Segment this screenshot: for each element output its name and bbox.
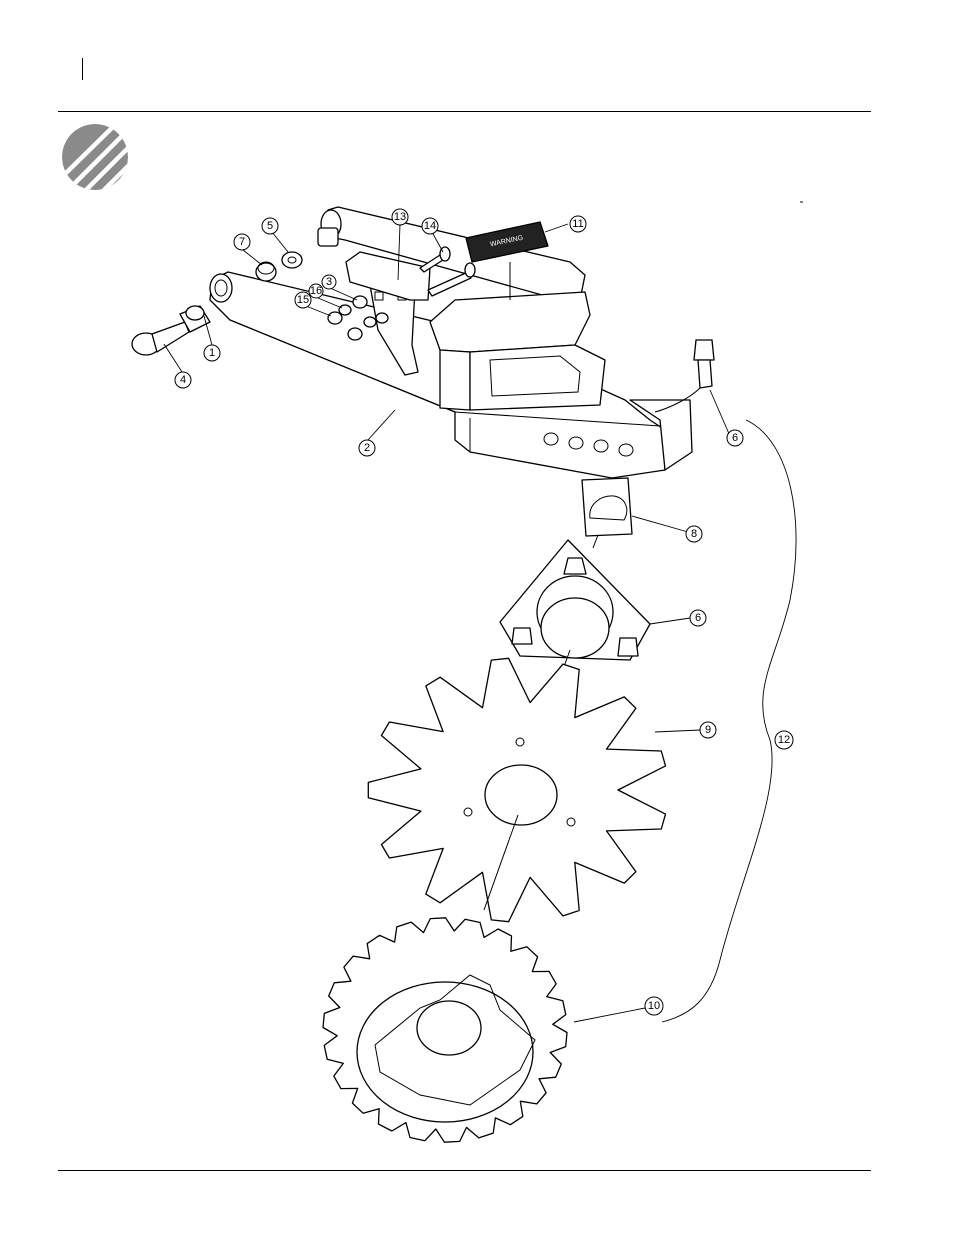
svg-text:6: 6 (695, 612, 701, 624)
svg-text:14: 14 (424, 220, 436, 232)
svg-text:12: 12 (778, 734, 790, 746)
callout-3: 3 (322, 275, 336, 289)
callout-6-lower: 6 (690, 610, 706, 626)
svg-text:11: 11 (572, 218, 583, 230)
callout-5: 5 (262, 218, 278, 234)
callout-11: 11 (570, 216, 586, 232)
callout-15: 15 (295, 292, 311, 308)
svg-text:1: 1 (209, 347, 215, 359)
svg-text:2: 2 (364, 442, 370, 454)
callout-13: 13 (392, 209, 408, 225)
svg-text:13: 13 (394, 211, 406, 223)
callout-9: 9 (700, 722, 716, 738)
svg-text:4: 4 (180, 374, 186, 386)
svg-text:10: 10 (648, 1000, 660, 1012)
callout-16: 16 (309, 284, 323, 298)
svg-text:16: 16 (310, 285, 322, 297)
callout-10: 10 (645, 997, 663, 1015)
callout-6-upper: 6 (727, 430, 743, 446)
callout-8: 8 (686, 526, 702, 542)
bracket-12 (662, 420, 796, 1022)
closing-wheel-arm (210, 207, 692, 478)
svg-text:8: 8 (691, 528, 697, 540)
callout-12: 12 (775, 731, 793, 749)
callout-14: 14 (422, 218, 438, 234)
svg-text:7: 7 (239, 236, 245, 248)
cast-closing-wheel (323, 918, 567, 1142)
shim-plate (582, 478, 632, 548)
svg-text:9: 9 (705, 724, 711, 736)
callout-7: 7 (234, 234, 250, 250)
callout-2: 2 (359, 440, 375, 456)
svg-text:3: 3 (326, 276, 332, 288)
spiked-closing-wheel (368, 658, 665, 921)
callout-4: 4 (175, 372, 191, 388)
callout-1: 1 (204, 345, 220, 361)
svg-text:15: 15 (297, 294, 309, 306)
svg-text:5: 5 (267, 220, 273, 232)
svg-text:6: 6 (732, 432, 738, 444)
